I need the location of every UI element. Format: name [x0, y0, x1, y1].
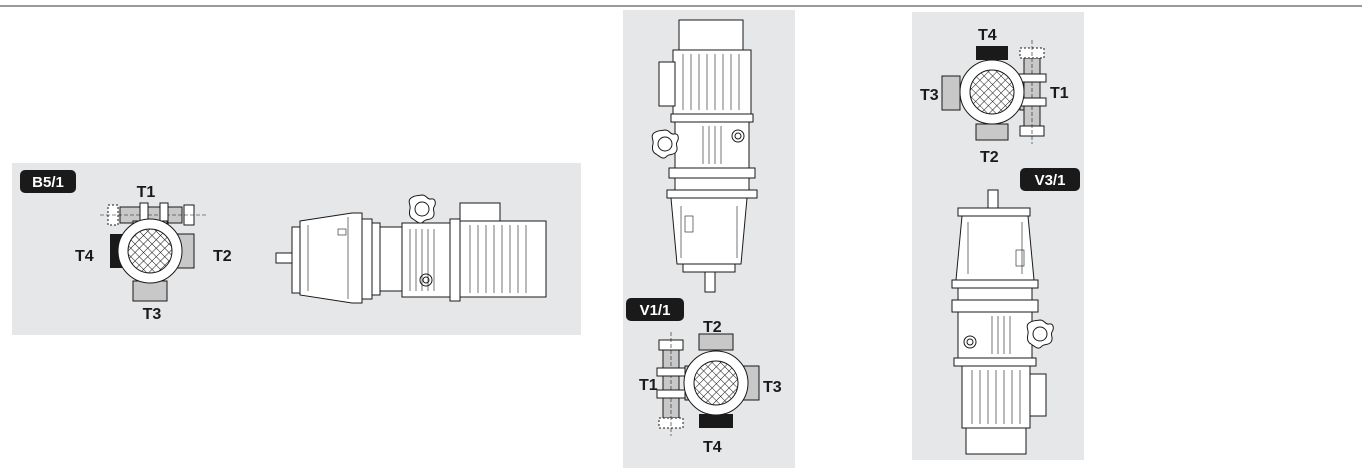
- gear-motor-vertical-view: [651, 19, 758, 293]
- badge-label: B5/1: [32, 174, 64, 191]
- label-t1: T1: [639, 377, 658, 394]
- output-shaft: [704, 271, 716, 293]
- handwheel-knob: [1026, 319, 1054, 349]
- diagram-v3-1-panel: T4 T3 T2 T1 V3/1: [912, 12, 1084, 460]
- hatched-shaft-section: [693, 360, 739, 406]
- diagram-b5-1-panel: B5/1 T1 T2 T3 T4: [12, 163, 581, 335]
- handwheel-shaft: [656, 332, 686, 436]
- badge-label: V1/1: [640, 302, 671, 319]
- port-t4: [699, 414, 733, 428]
- label-t1: T1: [137, 184, 156, 201]
- handwheel-shaft: [1017, 40, 1047, 144]
- label-t1: T1: [1050, 85, 1069, 102]
- end-view: T1 T2 T3 T4: [75, 184, 232, 323]
- label-t3: T3: [143, 306, 162, 323]
- label-t2: T2: [980, 149, 999, 166]
- output-shaft: [987, 189, 999, 209]
- port-t4: [976, 46, 1008, 60]
- handwheel-knob: [651, 129, 679, 159]
- motor-body: [459, 220, 547, 298]
- port-t2: [698, 333, 734, 351]
- motor-fan-cover: [965, 427, 1027, 455]
- label-t2: T2: [213, 248, 232, 265]
- gear-housing: [670, 197, 748, 265]
- badge-label: V3/1: [1035, 172, 1066, 189]
- output-flange: [291, 226, 301, 294]
- port-t3: [941, 75, 961, 111]
- mounting-badge: V1/1: [626, 298, 684, 321]
- diagram-v1-1-panel: V1/1 T1 T2 T3 T4: [623, 10, 795, 468]
- variator-body: [674, 121, 750, 169]
- end-view: T1 T2 T3 T4: [639, 319, 782, 456]
- mounting-badge: V3/1: [1020, 168, 1080, 191]
- mounting-badge: B5/1: [20, 170, 76, 193]
- gear-motor-vertical-view: [951, 189, 1054, 455]
- label-t3: T3: [920, 87, 939, 104]
- terminal-box: [459, 202, 501, 222]
- top-divider-line: [0, 5, 1362, 7]
- gear-housing: [299, 212, 363, 304]
- port-t2: [975, 123, 1009, 141]
- label-t4: T4: [978, 27, 997, 44]
- label-t4: T4: [75, 248, 94, 265]
- output-shaft: [275, 252, 295, 264]
- motor-fan-cover: [678, 19, 744, 51]
- label-t4: T4: [703, 439, 722, 456]
- gear-motor-side-view: [275, 194, 547, 304]
- port-t3: [132, 280, 168, 302]
- variator-body: [957, 311, 1033, 359]
- terminal-box: [658, 61, 676, 107]
- handwheel-knob: [408, 194, 436, 224]
- end-view: T4 T3 T2 T1: [920, 27, 1069, 166]
- label-t2: T2: [703, 319, 722, 336]
- hatched-shaft-section: [127, 228, 173, 274]
- label-t3: T3: [763, 379, 782, 396]
- terminal-box: [1029, 373, 1047, 417]
- hatched-shaft-section: [969, 69, 1015, 115]
